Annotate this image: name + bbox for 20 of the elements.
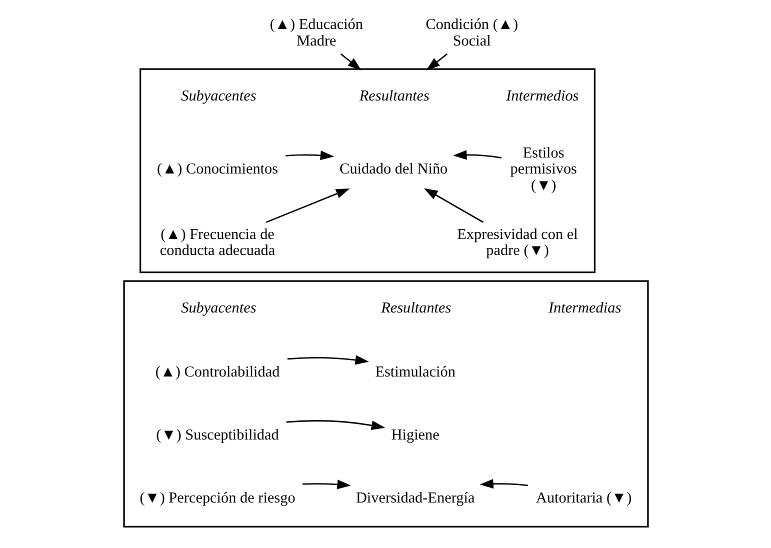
node-text: Condición (▲) Social <box>425 16 518 50</box>
node-text: (▲) Frecuencia de conducta adecuada <box>159 226 275 260</box>
node-text: Diversidad-Energía <box>355 489 474 506</box>
label: Resultantes <box>358 87 429 104</box>
node-text: (▲) Controlabilidad <box>154 363 280 380</box>
node-text: Estilos permisivos (▼) <box>510 144 576 194</box>
node-text: (▼) Susceptibilidad <box>156 426 278 444</box>
label: Subyacentes <box>180 87 256 104</box>
node-text: Higiene <box>390 426 439 444</box>
node-text: Expresividad con el padre (▼) <box>456 226 578 260</box>
node-text: Autoritaria (▼) <box>535 489 632 506</box>
node-text: Cuidado del Niño <box>339 160 448 178</box>
node-text: (▲) Conocimientos <box>156 160 278 178</box>
node-text: (▼) Percepción de riesgo <box>139 489 295 506</box>
label: Intermedios <box>506 87 578 104</box>
label: Subyacentes <box>180 299 256 316</box>
node-text: (▲) Educación Madre <box>269 16 363 50</box>
label: Resultantes <box>380 299 451 316</box>
label: Intermedias <box>548 299 621 316</box>
node-text: Estimulación <box>374 363 455 380</box>
